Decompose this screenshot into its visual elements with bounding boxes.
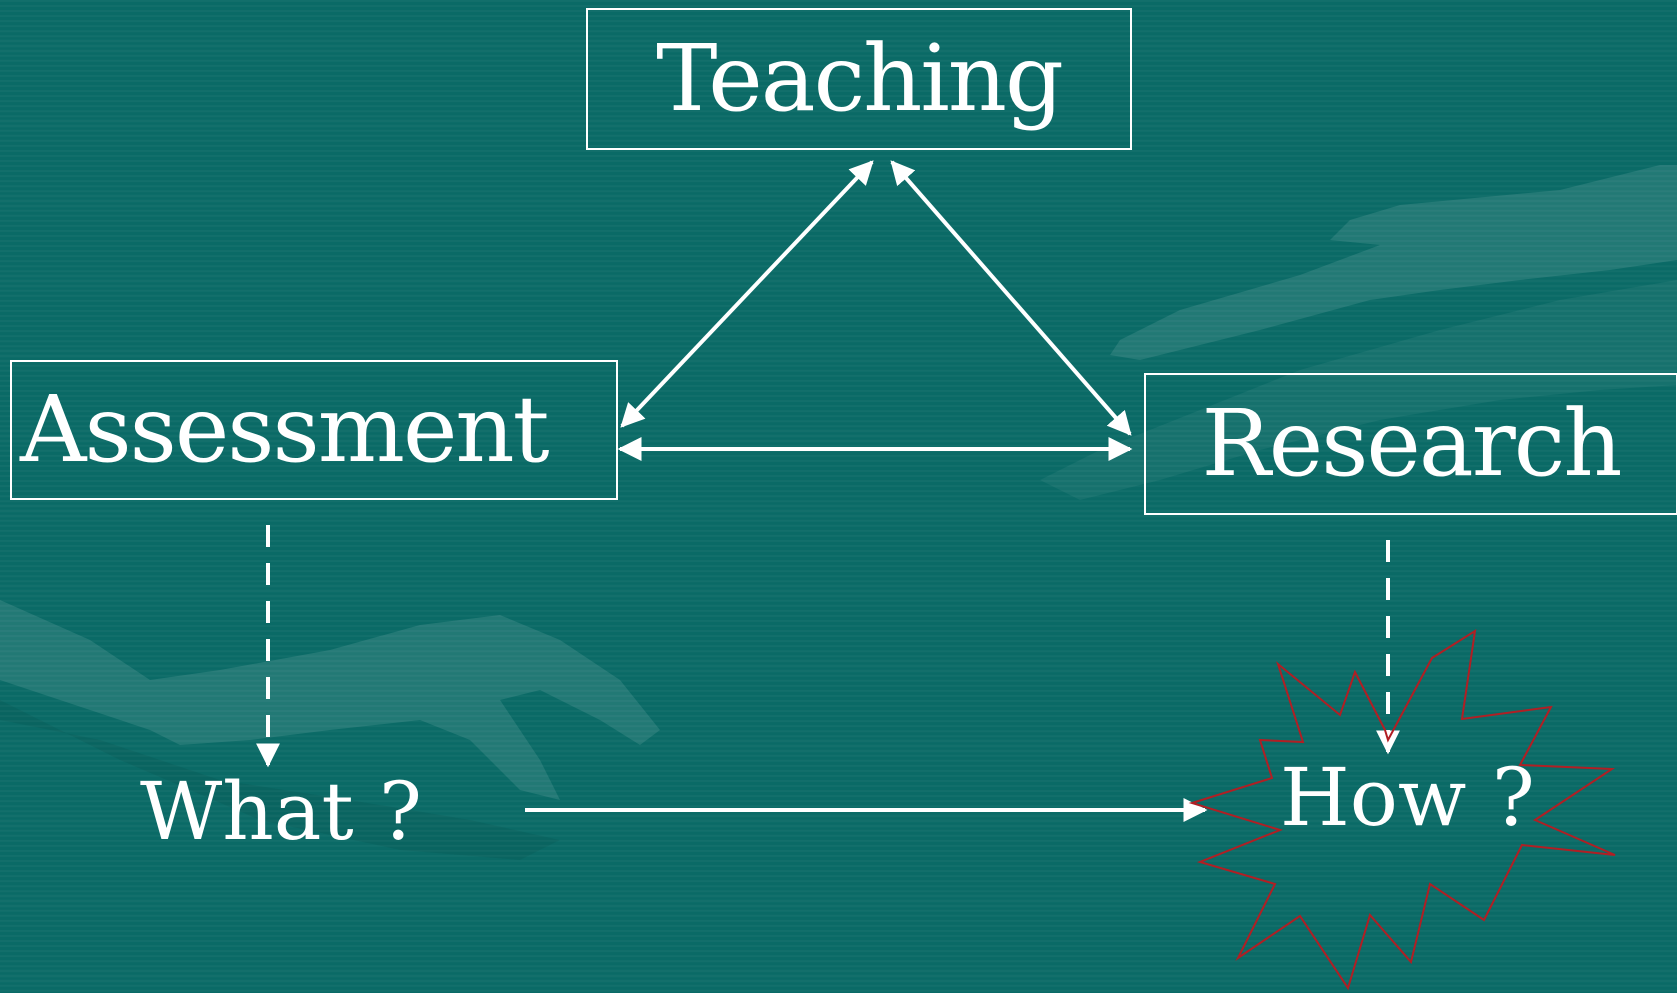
arrow-assessment-teaching: [620, 160, 874, 428]
assessment-box: Assessment: [10, 360, 618, 500]
starburst-shape: [1188, 628, 1616, 991]
right-arm-shape: [1040, 280, 1677, 500]
teaching-label: Teaching: [656, 25, 1064, 132]
teaching-box: Teaching: [586, 8, 1132, 150]
arrow-teaching-research: [890, 160, 1132, 436]
lower-left-hand-shape: [0, 600, 660, 800]
how-label: How ?: [1280, 751, 1535, 844]
upper-right-hand-shape: [1110, 165, 1677, 360]
research-label: Research: [1201, 390, 1623, 497]
assessment-label: Assessment: [20, 376, 550, 483]
what-label: What ?: [140, 765, 422, 858]
research-box: Research: [1144, 373, 1677, 515]
lower-left-arm-shape: [0, 700, 560, 860]
